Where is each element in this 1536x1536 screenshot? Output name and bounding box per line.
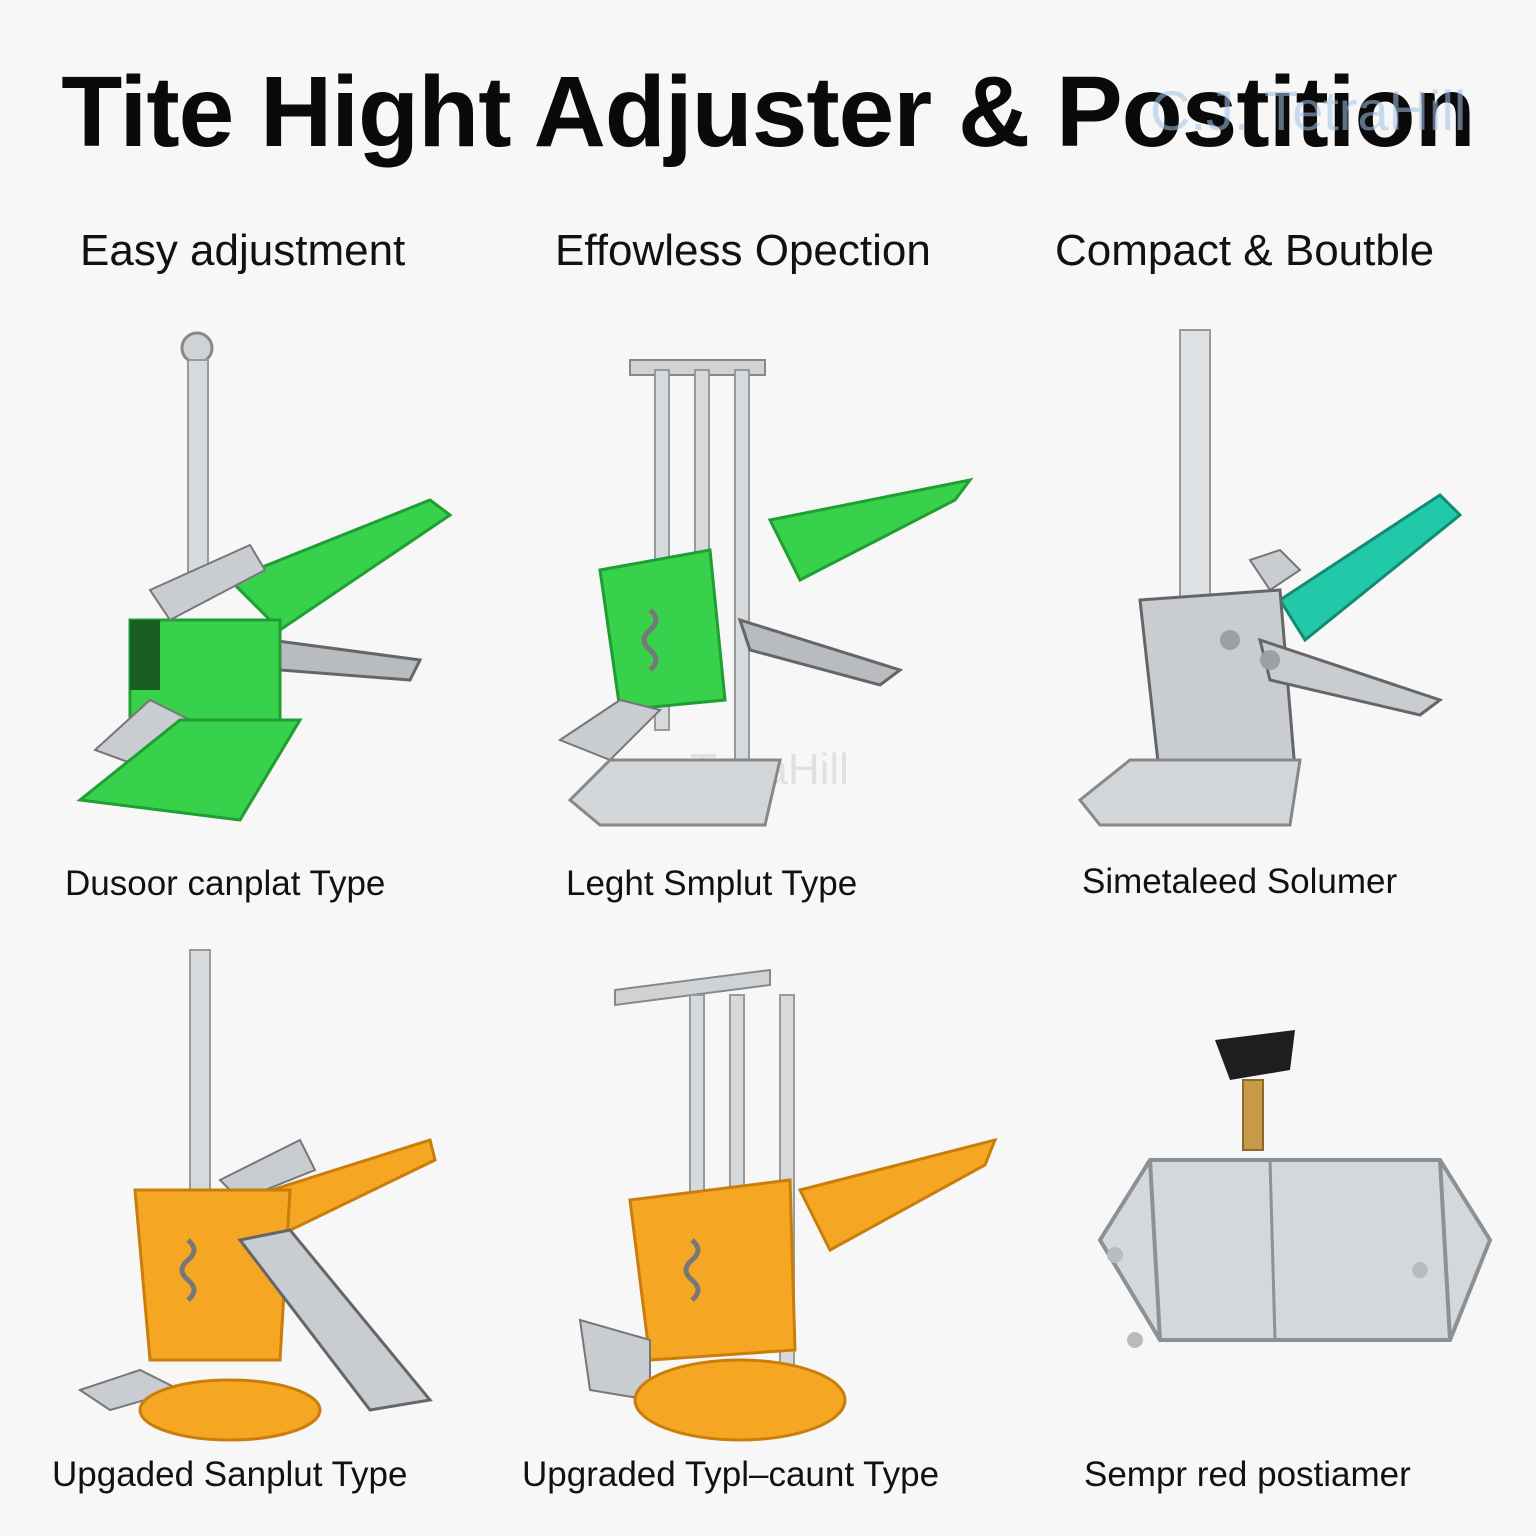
orange-triple-rod-jack-icon bbox=[540, 940, 1000, 1460]
watermark-logo: C.J. TetraHill bbox=[1150, 79, 1467, 142]
product-caption-5: Upgraded Typl–caunt Type bbox=[522, 1455, 940, 1494]
product-caption-2: Leght Smplut Type bbox=[566, 864, 858, 903]
product-caption-4: Upgaded Sanplut Type bbox=[52, 1455, 408, 1494]
green-triple-rod-jack-icon bbox=[540, 320, 1000, 840]
product-caption-3: Simetaleed Solumer bbox=[1082, 862, 1398, 901]
orange-lever-jack-icon bbox=[40, 940, 500, 1460]
product-caption-1: Dusoor canplat Type bbox=[65, 864, 386, 903]
product-caption-6: Sempr red postiamer bbox=[1084, 1455, 1411, 1494]
feature-easy-adjustment: Easy adjustment bbox=[80, 226, 406, 275]
hinged-positioner-knob-icon bbox=[1060, 1010, 1520, 1530]
feature-compact-durable: Compact & Boutble bbox=[1055, 226, 1435, 275]
steel-lever-jack-icon bbox=[1040, 320, 1500, 840]
feature-effortless-operation: Effowless Opection bbox=[555, 226, 931, 275]
page-title: Tite Hight Adjuster & Postition bbox=[61, 56, 1475, 168]
green-lever-jack-icon bbox=[40, 320, 500, 840]
